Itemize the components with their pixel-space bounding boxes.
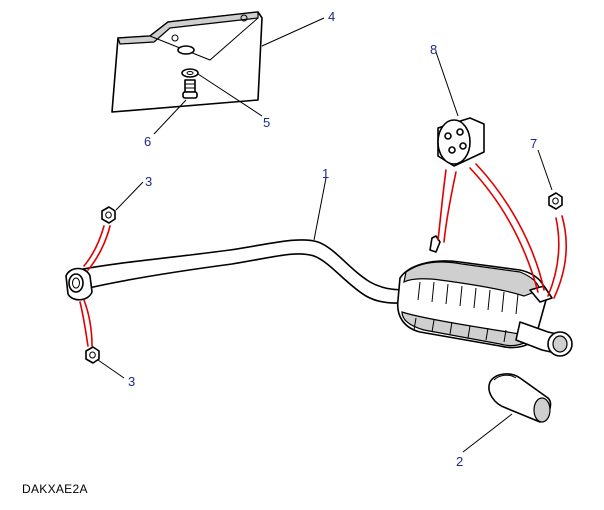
nut-part-3-lower: [85, 346, 100, 364]
callout-6: 6: [144, 134, 151, 149]
rubber-mounting-part-8: [437, 117, 485, 167]
nut-part-7: [548, 192, 563, 210]
callout-4: 4: [328, 9, 335, 24]
callout-7: 7: [530, 136, 537, 151]
washer-part-5: [181, 68, 199, 78]
nut-part-3-upper: [101, 206, 116, 224]
callout-3-lower: 3: [128, 374, 135, 389]
diagram-code-label: DAKXAE2A: [22, 482, 88, 496]
heat-shield-part-4: [111, 11, 263, 113]
callout-3-upper: 3: [145, 174, 152, 189]
callout-1: 1: [322, 166, 329, 181]
callout-8: 8: [430, 42, 437, 57]
bolt-part-6: [182, 79, 198, 99]
leader-lines: [97, 17, 553, 453]
fitment-lines: [79, 163, 567, 347]
callout-2: 2: [456, 454, 463, 469]
callout-5: 5: [263, 115, 270, 130]
exhaust-pipe-silencer-part-1: [65, 235, 573, 357]
tail-trim-part-2: [488, 373, 552, 423]
